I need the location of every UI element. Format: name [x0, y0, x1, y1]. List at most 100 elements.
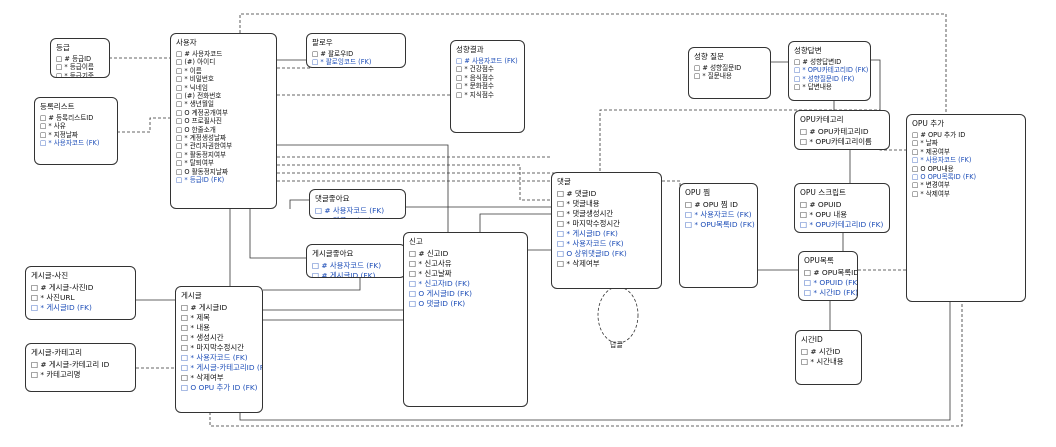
attribute-row: □ * 제공여부 [912, 147, 950, 156]
entity-title: 팔로우 [312, 38, 333, 47]
attribute-row: □ * 질문내용 [694, 72, 732, 81]
attribute-row: □ * OPU카테고리ID (FK) [800, 220, 884, 229]
attribute-row: □ * 계정생성날짜 [176, 134, 227, 143]
attribute-row: □ * 이름 [176, 66, 202, 75]
entity-opuscript[interactable]: OPU 스크립트 □ # OPUID□ * OPU 내용□ * OPU카테고리ID… [794, 183, 890, 233]
attribute-row: □ * 지식점수 [456, 90, 494, 99]
attribute-row: □ * 게시글ID (FK) [557, 229, 618, 238]
attribute-row: □ * 게시글-카테고리ID (FK) [181, 363, 263, 372]
entity-answer[interactable]: 성향답변□ # 성향답변ID□ * OPU카테고리ID (FK)□ * 성향질문… [788, 41, 871, 101]
entity-title: 게시글 [181, 291, 202, 300]
attribute-row: □ * 탈퇴여부 [176, 159, 214, 168]
attribute-row: □ * 삭제여부 [912, 189, 950, 198]
entity-opupick[interactable]: OPU 찜□ # OPU 찜 ID□ * 사용자코드 (FK)□ * OPU목록… [679, 183, 758, 288]
attribute-row: □ # OPU 찜 ID [685, 200, 738, 209]
attribute-row: □ O 한줄소개 [176, 125, 216, 134]
attribute-row: □ * OPUID (FK) [804, 278, 858, 287]
attribute-row: □ * 팔로잉코드 (FK) [312, 58, 372, 67]
entity-opuadd[interactable]: OPU 추가□ # OPU 추가 ID□ * 날짜□ * 제공여부□ * 사용자… [906, 114, 1026, 302]
attribute-row: □ * OPU 내용 [800, 210, 848, 219]
attribute-row: □ * 성향질문ID (FK) [794, 74, 855, 83]
entity-title: OPU 추가 [912, 119, 945, 128]
entity-follow[interactable]: 팔로우□ # 팔로우ID□ * 팔로잉코드 (FK)□ * 팔로워코드 (FK) [306, 33, 406, 68]
entity-report[interactable]: 신고□ # 신고ID□ * 신고사유□ * 신고날짜□ * 신고자ID (FK)… [403, 232, 528, 407]
attribute-row: □ # 신고ID [409, 249, 449, 258]
attribute-row: □ * 삭제여부 [557, 259, 600, 268]
attribute-row: □ * 사유 [40, 122, 66, 131]
attribute-row: □ * 닉네임 [176, 83, 208, 92]
entity-title: OPU목록 [804, 256, 834, 265]
entity-result[interactable]: 성향결과□ # 사용자코드 (FK)□ * 건강점수□ * 음식점수□ * 문화… [450, 40, 525, 133]
entity-friendlist[interactable]: 등록리스트□ # 등록리스트ID□ * 사유□ * 지정날짜□ * 사용자코드 … [34, 97, 118, 165]
attribute-row: □ O 게시글ID (FK) [409, 289, 472, 298]
attribute-row: □ * 신고날짜 [409, 269, 452, 278]
attribute-row: □ * 카테고리명 [31, 370, 81, 379]
attribute-row: □ # 사용자코드 (FK) [315, 206, 385, 215]
attribute-row: □ * 댓글생성시간 [557, 209, 614, 218]
entity-postcat[interactable]: 게시글-카테고리□ # 게시글-카테고리 ID□ * 카테고리명 [25, 343, 136, 392]
entity-postphoto[interactable]: 게시글-사진□ # 게시글-사진ID□ * 사진URL□ * 게시글ID (FK… [25, 266, 136, 320]
attribute-row: □ * 게시글ID (FK) [31, 303, 92, 312]
attribute-row: □ # 게시글ID [181, 303, 228, 312]
attribute-row: □ O 댓글ID (FK) [409, 299, 466, 308]
attribute-row: □ * 신고자ID (FK) [409, 279, 470, 288]
entity-comment[interactable]: 댓글□ # 댓글ID□ * 댓글내용□ * 댓글생성시간□ * 마지막수정시간□… [551, 172, 662, 289]
attribute-row: □ O OPU목록ID (FK) [912, 173, 977, 182]
attribute-row: □ (#) 전화번호 [176, 92, 222, 101]
entity-user[interactable]: 사용자 □ # 사용자코드□ (#) 아이디□ * 이름□ * 비밀번호□ * 닉… [170, 33, 277, 209]
attribute-row: □ * OPU카테고리이름 [800, 137, 872, 146]
attribute-row: □ * 시간ID (FK) [804, 288, 858, 297]
attribute-row: □ * 사용자코드 (FK) [181, 353, 248, 362]
entity-title: 성향답변 [794, 46, 822, 55]
entity-grade[interactable]: 등급□ # 등급ID□ * 등급이름□ * 등급기준 [50, 38, 110, 78]
attribute-row: □ * 등급이름 [56, 63, 94, 72]
entity-title: OPU카테고리 [800, 115, 844, 124]
attribute-row: □ # 댓글ID [557, 189, 597, 198]
attribute-row: □ * 사용자코드 (FK) [557, 239, 624, 248]
attribute-row: □ * 등급기준 [56, 71, 94, 78]
attribute-row: □ # 사용자코드 [176, 50, 223, 58]
attribute-row: □ * 시간내용 [801, 357, 844, 366]
attribute-row: □ * 내용 [181, 323, 210, 332]
attribute-row: □ * 마지막수정시간 [181, 343, 244, 352]
entity-time[interactable]: 시간ID □ # 시간ID□ * 시간내용 [795, 330, 862, 385]
attribute-row: □ # 시간ID [801, 347, 841, 356]
entity-post[interactable]: 게시글□ # 게시글ID□ * 제목□ * 내용□ * 생성시간□ * 마지막수… [175, 286, 263, 413]
entity-opucat[interactable]: OPU카테고리□ # OPU카테고리ID□ * OPU카테고리이름 [794, 110, 890, 150]
attribute-row: □ O OPU내용 [912, 164, 954, 173]
attribute-row: □ # 등록리스트ID [40, 114, 94, 122]
attribute-row: □ * 마지막수정시간 [557, 219, 620, 228]
attribute-row: □ # 팔로우ID [312, 50, 354, 58]
entity-question[interactable]: 성향 질문□ # 성향질문ID□ * 질문내용 [688, 47, 771, 99]
attribute-row: □ O OPU 추가 ID (FK) [181, 383, 258, 392]
entity-title: 시간ID [801, 335, 823, 344]
attribute-row: □ # 성향질문ID [694, 64, 742, 72]
attribute-row: □ # 성향답변ID [794, 58, 842, 66]
attribute-row: □ * 사용자코드 (FK) [40, 139, 100, 148]
attribute-row: □ * 사용자코드 (FK) [912, 156, 972, 165]
entity-title: 게시글좋아요 [312, 249, 354, 258]
attribute-row: □ * 답변내용 [794, 83, 832, 92]
entity-title: OPU 스크립트 [800, 188, 846, 197]
entity-title: OPU 찜 [685, 188, 711, 197]
attribute-row: □ * 날짜 [912, 139, 938, 148]
entity-opulist[interactable]: OPU목록□ # OPU목록ID□ * OPUID (FK)□ * 시간ID (… [798, 251, 858, 301]
attribute-row: □ * 문화점수 [456, 82, 494, 91]
attribute-row: □ # 사용자코드 (FK) [312, 261, 382, 270]
entity-title: 댓글좋아요 [315, 194, 350, 203]
attribute-row: □ # 게시글-카테고리 ID [31, 360, 110, 369]
entity-title: 사용자 [176, 38, 197, 47]
attribute-row: □ * 등급ID (FK) [176, 176, 225, 185]
attribute-row: □ * 관리자권한여부 [176, 142, 233, 151]
attribute-row: □ (#) 아이디 [176, 58, 216, 67]
entity-commentlike[interactable]: 댓글좋아요□ # 사용자코드 (FK)□ # 댓글ID (FK) [309, 189, 406, 219]
self-relation-label: 답글 [610, 341, 623, 349]
attribute-row: □ * 제목 [181, 313, 210, 322]
entity-postlike[interactable]: 게시글좋아요□ # 사용자코드 (FK)□ # 게시글ID (FK) [306, 244, 406, 278]
attribute-row: □ * OPU목록ID (FK) [685, 220, 755, 229]
attribute-row: □ # OPUID [800, 200, 842, 209]
attribute-row: □ * 음식점수 [456, 73, 494, 82]
attribute-row: □ * 비밀번호 [176, 75, 214, 84]
attribute-row: □ O 상위댓글ID (FK) [557, 249, 627, 258]
